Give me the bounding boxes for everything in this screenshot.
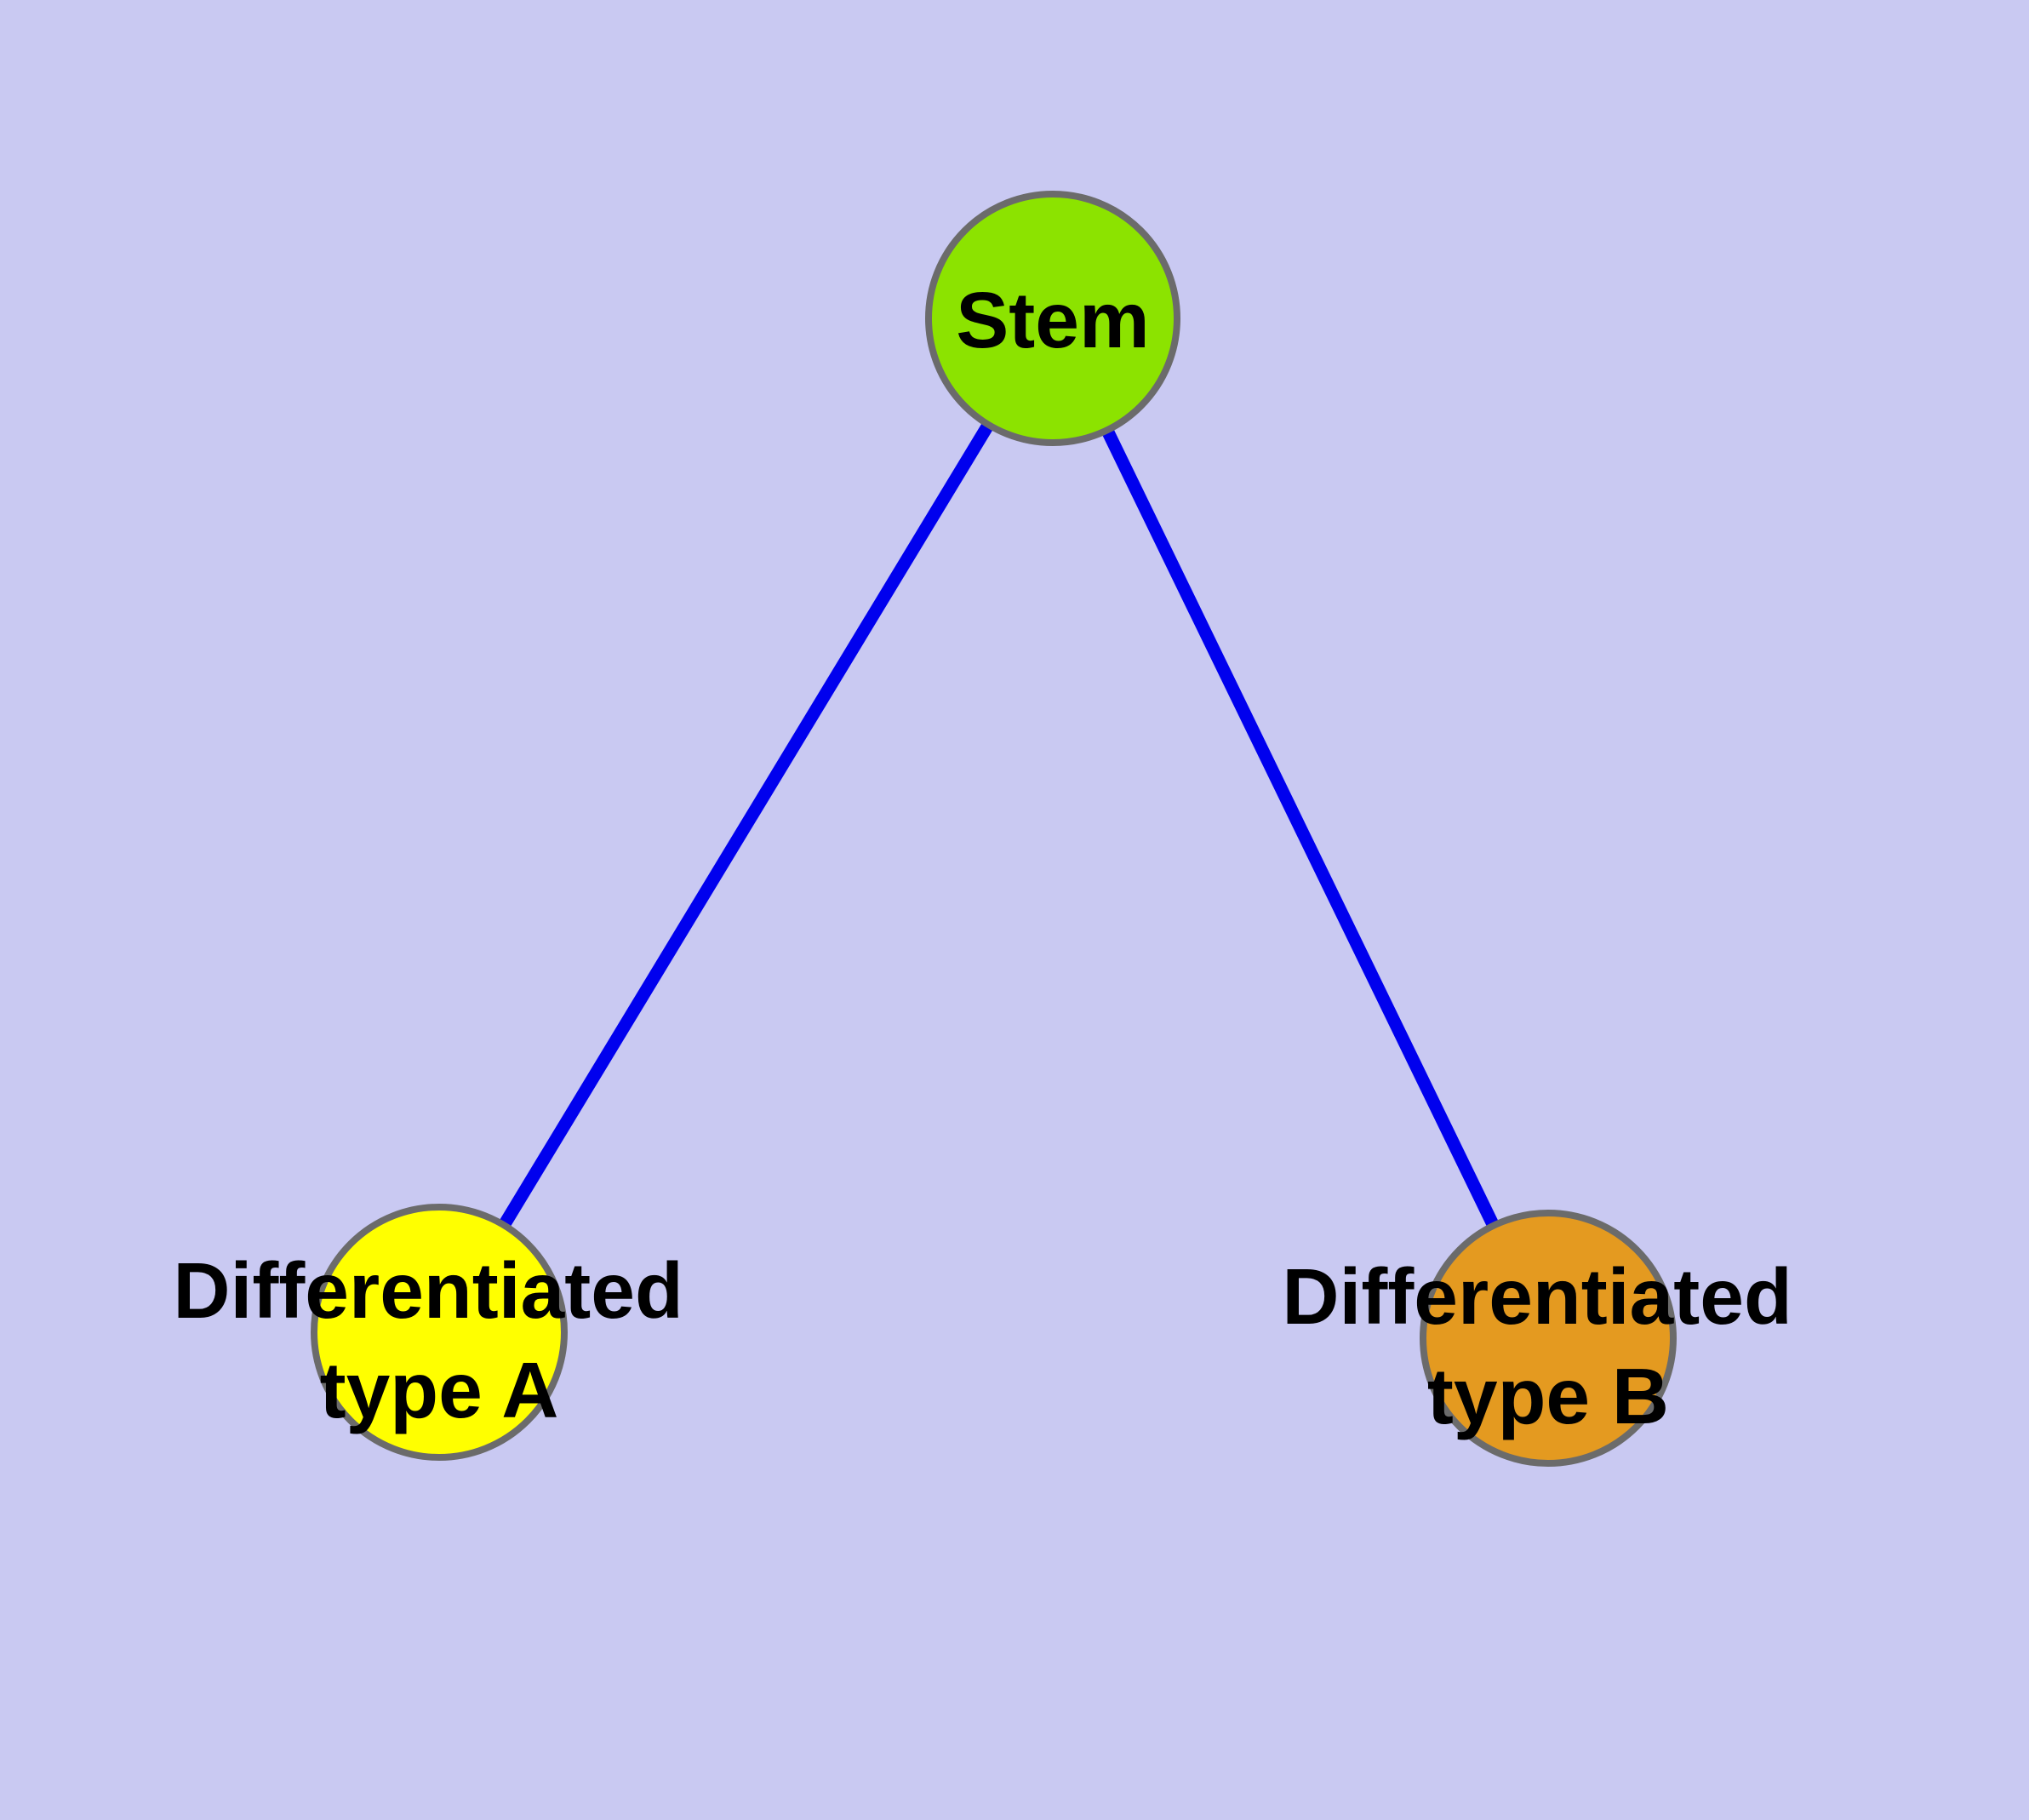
edge-stem-to-type-b <box>1047 315 1554 1342</box>
node-differentiated-type-a-circle <box>311 1204 568 1461</box>
node-differentiated-type-b-label: Differentiated type B <box>1282 1252 1814 1440</box>
node-differentiated-type-b: Differentiated type B <box>1282 1210 1814 1467</box>
edge-stem-to-type-a <box>433 315 1059 1336</box>
node-stem-circle <box>925 191 1180 446</box>
node-differentiated-type-b-label-line2: type B <box>1427 1352 1669 1440</box>
node-differentiated-type-b-circle <box>1420 1210 1677 1467</box>
node-differentiated-type-b-label-line1: Differentiated <box>1282 1252 1792 1341</box>
node-differentiated-type-a-label-line1: Differentiated <box>173 1246 683 1335</box>
node-differentiated-type-a-label: Differentiated type A <box>173 1246 705 1434</box>
node-differentiated-type-a: Differentiated type A <box>173 1204 705 1461</box>
node-stem: Stem <box>925 191 1180 446</box>
node-stem-label: Stem <box>956 276 1149 364</box>
node-differentiated-type-a-label-line2: type A <box>320 1346 559 1434</box>
